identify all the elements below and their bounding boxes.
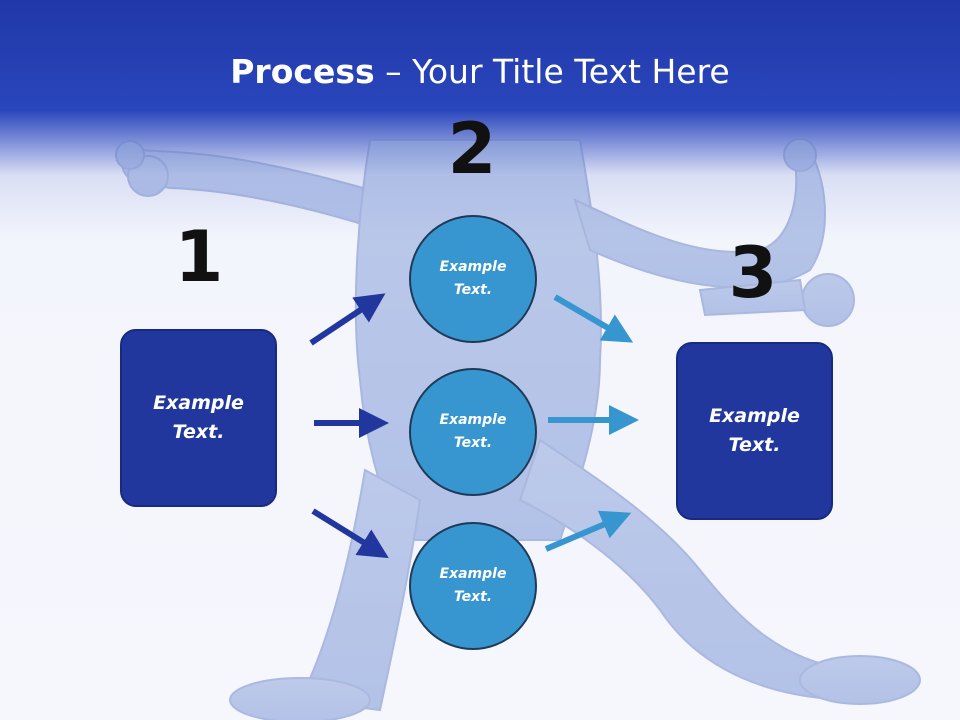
- arrow-right-down: [553, 294, 634, 343]
- slide-title: Process – Your Title Text Here: [0, 52, 960, 91]
- step-number-3: 3: [728, 232, 778, 314]
- title-bold: Process: [230, 52, 375, 91]
- arrow-right-up: [544, 510, 632, 552]
- step-number-2: 2: [447, 108, 497, 190]
- title-rest: – Your Title Text Here: [374, 52, 730, 91]
- arrow-left-up: [309, 293, 386, 346]
- step-number-1: 1: [174, 216, 224, 298]
- arrow-left-down: [311, 508, 389, 559]
